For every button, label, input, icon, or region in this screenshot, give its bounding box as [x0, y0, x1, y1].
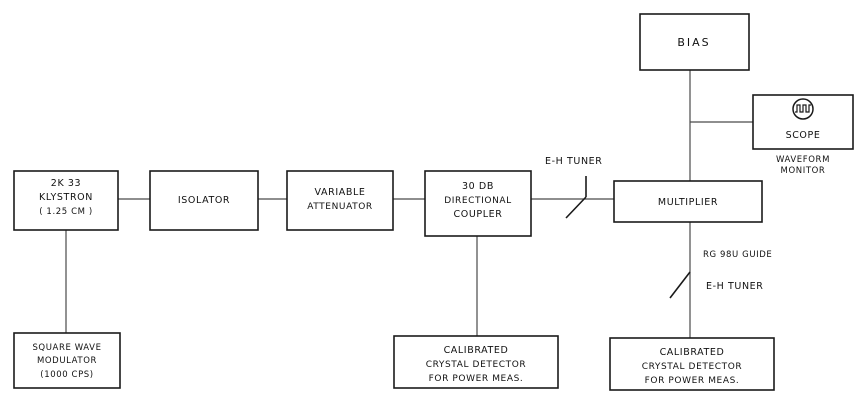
modulator-box [13, 332, 121, 389]
coupler-label-3: COUPLER [454, 209, 503, 220]
detector-left-label-3: FOR POWER MEAS. [429, 374, 524, 384]
coupler-label-1: 30 DB [462, 181, 494, 192]
attenuator-box [286, 170, 394, 231]
eh-tuner-top-symbol [565, 176, 587, 219]
scope-label: SCOPE [786, 130, 821, 141]
coupler-label-2: DIRECTIONAL [444, 196, 512, 206]
isolator-label: ISOLATOR [178, 195, 230, 206]
multiplier-box [613, 180, 763, 223]
multiplier-label: MULTIPLIER [658, 197, 718, 208]
eh-tuner-top-label: E-H TUNER [545, 156, 602, 167]
attenuator-label-2: ATTENUATOR [307, 202, 373, 212]
waveform-monitor-label-2: MONITOR [781, 166, 826, 176]
connections [65, 70, 753, 338]
detector-right-label-3: FOR POWER MEAS. [645, 376, 740, 386]
detector-right-label-1: CALIBRATED [660, 347, 725, 358]
bias-box [639, 13, 750, 71]
klystron-label-2: KLYSTRON [39, 192, 93, 203]
detector-left-box [393, 335, 559, 389]
klystron-box [13, 170, 119, 231]
waveform-monitor-label-1: WAVEFORM [776, 155, 830, 165]
modulator-label-1: SQUARE WAVE [32, 343, 101, 353]
detector-right-box [609, 337, 775, 391]
attenuator-label-1: VARIABLE [315, 187, 366, 198]
rg-guide-label: RG 98U GUIDE [703, 250, 772, 260]
square-wave-oscilloscope-icon [792, 98, 814, 120]
detector-left-label-1: CALIBRATED [444, 345, 509, 356]
coupler-box [424, 170, 532, 237]
modulator-label-3: (1000 CPS) [40, 370, 93, 380]
detector-left-label-2: CRYSTAL DETECTOR [426, 360, 527, 370]
eh-tuner-bottom-symbol [669, 271, 691, 299]
bias-label: BIAS [677, 36, 710, 49]
klystron-label-3: ( 1.25 CM ) [39, 207, 93, 217]
modulator-label-2: MODULATOR [37, 356, 97, 366]
eh-tuner-bottom-label: E-H TUNER [706, 281, 763, 292]
klystron-label-1: 2K 33 [51, 178, 81, 189]
detector-right-label-2: CRYSTAL DETECTOR [642, 362, 743, 372]
isolator-box [149, 170, 259, 231]
